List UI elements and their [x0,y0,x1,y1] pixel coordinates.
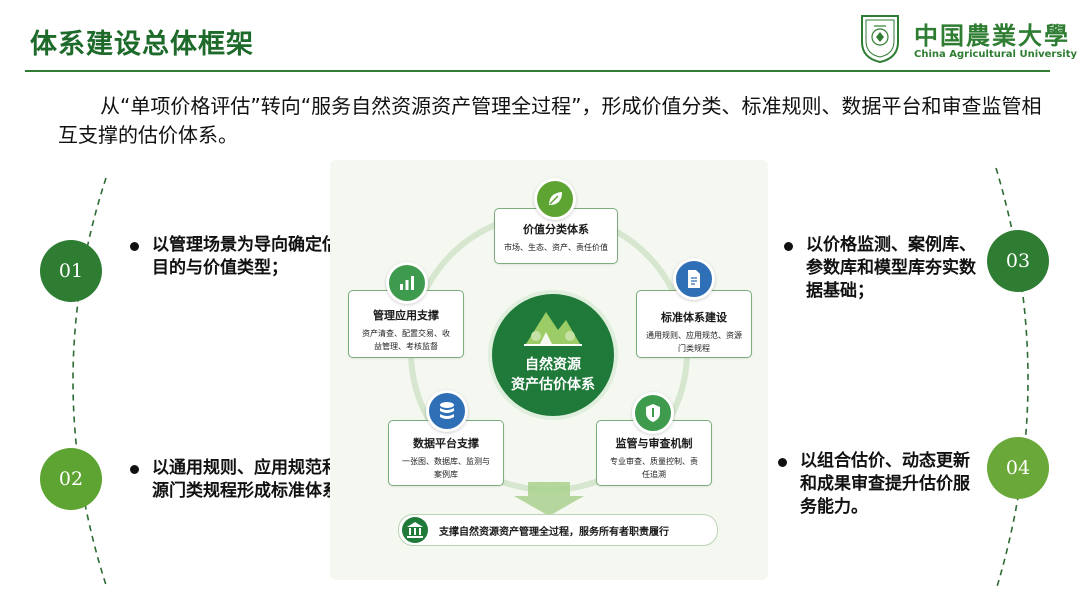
point-text-02: 以通用规则、应用规范和资源门类规程形成标准体系； [130,457,372,503]
card-management-application: 管理应用支撑 资产清查、配置交易、收益管理、考核监督 [348,290,464,358]
center-title-line2: 资产估价体系 [511,377,595,393]
intro-paragraph: 从“单项价格评估”转向“服务自然资源资产管理全过程”，形成价值分类、标准规则、数… [58,94,1042,147]
point-label: 以通用规则、应用规范和资源门类规程形成标准体系； [152,458,356,501]
center-hub: 自然资源 资产估价体系 [488,290,618,420]
card-title: 标准体系建设 [661,311,727,324]
card-description: 通用规则、应用规范、资源门类规程 [646,331,742,353]
point-label: 以组合估价、动态更新和成果审查提升估价服务能力。 [800,451,970,517]
database-icon [426,390,468,432]
card-title: 监管与审查机制 [615,437,693,450]
card-description: 市场、生态、资产、责任价值 [504,243,608,252]
point-text-04: 以组合估价、动态更新和成果审查提升估价服务能力。 [778,450,980,519]
mountain-forest-icon [524,312,582,346]
university-name-en: China Agricultural University [914,49,1078,60]
point-text-01: 以管理场景为导向确定估价目的与价值类型； [130,234,372,280]
bottom-support-bar: 支撑自然资源资产管理全过程，服务所有者职责履行 [398,514,718,546]
bullet-dot [130,465,139,474]
card-standard-system: 标准体系建设 通用规则、应用规范、资源门类规程 [636,290,752,358]
bar-chart-icon [386,262,428,304]
bullet-dot [130,242,139,251]
bullet-dot [784,242,793,251]
card-description: 资产清查、配置交易、收益管理、考核监督 [362,329,450,351]
point-text-03: 以价格监测、案例库、参数库和模型库夯实数据基础； [784,234,982,303]
card-title: 数据平台支撑 [413,437,479,450]
bullet-dot [778,458,787,467]
point-label: 以价格监测、案例库、参数库和模型库夯实数据基础； [806,235,976,301]
document-icon [673,258,715,300]
shield-icon [632,392,674,434]
card-title: 价值分类体系 [523,223,589,236]
page-title: 体系建设总体框架 [30,29,254,60]
bank-icon [402,517,428,543]
point-label: 以管理场景为导向确定估价目的与价值类型； [152,235,356,278]
leaf-icon [534,178,576,220]
title-divider [25,70,1050,72]
card-title: 管理应用支撑 [373,309,439,322]
point-number-02: 02 [40,448,102,510]
card-description: 一张图、数据库、监测与案例库 [402,457,490,479]
point-number-01: 01 [40,240,102,302]
bottom-support-text: 支撑自然资源资产管理全过程，服务所有者职责履行 [439,527,669,538]
card-description: 专业审查、质量控制、责任追溯 [610,457,698,479]
point-number-03: 03 [987,230,1049,292]
center-title-line1: 自然资源 [525,357,581,373]
point-number-04: 04 [987,437,1049,499]
university-name-cn: 中国農業大學 [914,21,1070,50]
university-emblem-icon [861,15,899,64]
card-supervision-review: 监管与审查机制 专业审查、质量控制、责任追溯 [596,420,712,486]
